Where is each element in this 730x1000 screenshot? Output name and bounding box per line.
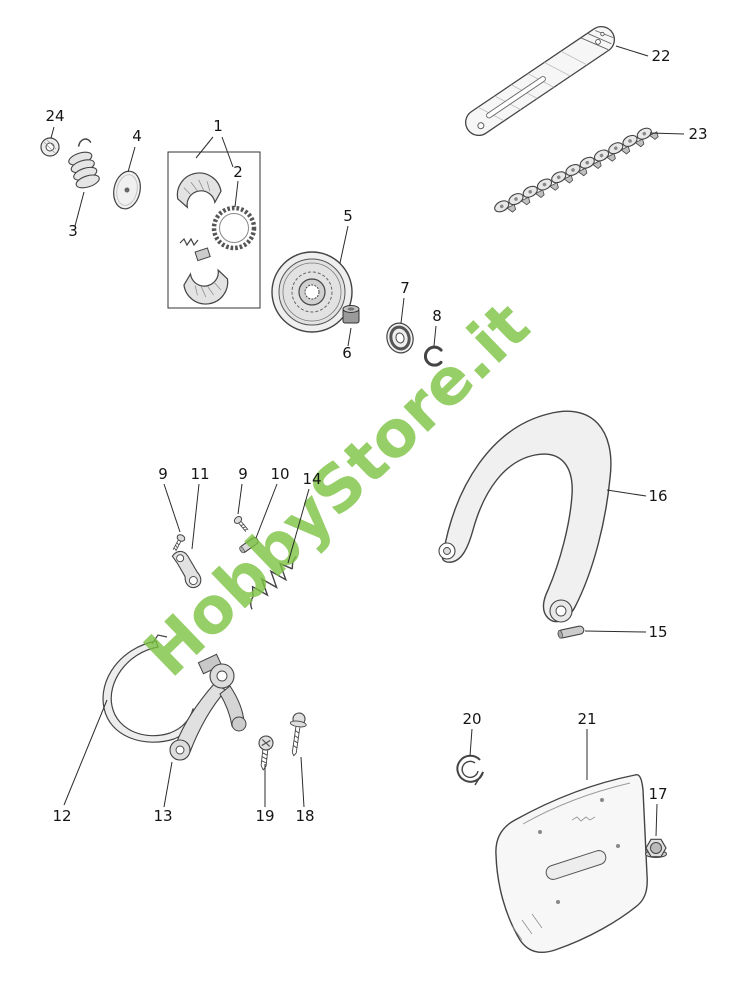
leader-4 [127,146,136,173]
part-label-9a: 9 [158,465,168,483]
part-18-screw [289,712,307,757]
leader-10 [255,483,278,539]
part-label-1: 1 [213,117,223,135]
part-1-clutch-assembly [167,151,261,309]
part-22-guide-bar [465,25,615,137]
part-8-e-clip [423,345,443,367]
part-label-7: 7 [400,279,410,297]
part-label-8: 8 [432,307,442,325]
part-label-14: 14 [302,470,321,488]
leader-18 [300,756,305,808]
leader-2 [234,180,239,208]
part-label-4: 4 [132,127,142,145]
part-16-hand-guard [438,410,612,623]
leader-24 [50,126,55,139]
part-9-screw-a [170,532,187,553]
part-label-22: 22 [651,47,670,65]
part-24-washer [40,137,60,157]
leader-9a [163,483,181,533]
leader-23 [649,132,685,135]
part-label-9b: 9 [238,465,248,483]
leader-13 [163,761,173,808]
part-10-pin [239,537,259,554]
part-23-saw-chain [492,123,661,220]
part-13-brake-mechanism [169,653,247,761]
part-2-ring-gear [211,205,257,251]
part-11-latch-lever [171,550,202,589]
part-label-23: 23 [688,125,707,143]
part-labels: 24 3 4 1 2 5 6 7 8 22 23 16 15 9 11 9 10… [45,47,707,825]
part-6-needle-bearing [342,305,360,324]
leader-17 [655,803,658,837]
leader-7 [400,297,405,324]
part-20-torsion-spring [456,754,484,786]
part-label-21: 21 [577,710,596,728]
part-3-worm-spring [68,138,100,189]
part-label-6: 6 [342,344,352,362]
part-14-spring [250,555,297,610]
leader-5 [339,225,349,264]
leader-1a [195,136,214,159]
part-label-13: 13 [153,807,172,825]
leader-1b [221,136,234,168]
part-label-15: 15 [648,623,667,641]
leader-8 [433,325,437,347]
part-label-12: 12 [52,807,71,825]
part-5-clutch-drum [271,251,353,333]
part-label-11: 11 [190,465,209,483]
part-label-3: 3 [68,222,78,240]
leader-22 [615,45,649,57]
leader-12 [63,699,108,806]
clutch-shoe-bottom [181,268,232,308]
part-label-17: 17 [648,785,667,803]
part-label-16: 16 [648,487,667,505]
part-label-20: 20 [462,710,481,728]
part-4-washer-disc [113,170,141,210]
part-label-24: 24 [45,107,64,125]
clutch-spring [179,237,199,247]
clutch-weight [194,247,211,262]
part-15-pin [557,625,585,639]
part-19-screw [258,735,274,771]
part-label-18: 18 [295,807,314,825]
leader-lines [50,45,685,837]
leader-6 [347,327,352,347]
leader-14 [287,488,310,564]
leader-20 [469,728,473,757]
part-label-5: 5 [343,207,353,225]
part-7-washer [386,322,414,354]
leader-15 [584,630,647,633]
part-17-flange-nut [645,838,667,858]
leader-3 [74,191,85,227]
part-label-19: 19 [255,807,274,825]
clutch-shoe-top [173,168,224,210]
leader-9b [237,483,243,515]
leader-16 [606,489,647,497]
part-label-2: 2 [233,163,243,181]
part-21-clutch-cover [495,773,648,953]
part-1-bounding-box [167,151,261,309]
leader-11 [191,483,200,550]
part-label-10: 10 [270,465,289,483]
